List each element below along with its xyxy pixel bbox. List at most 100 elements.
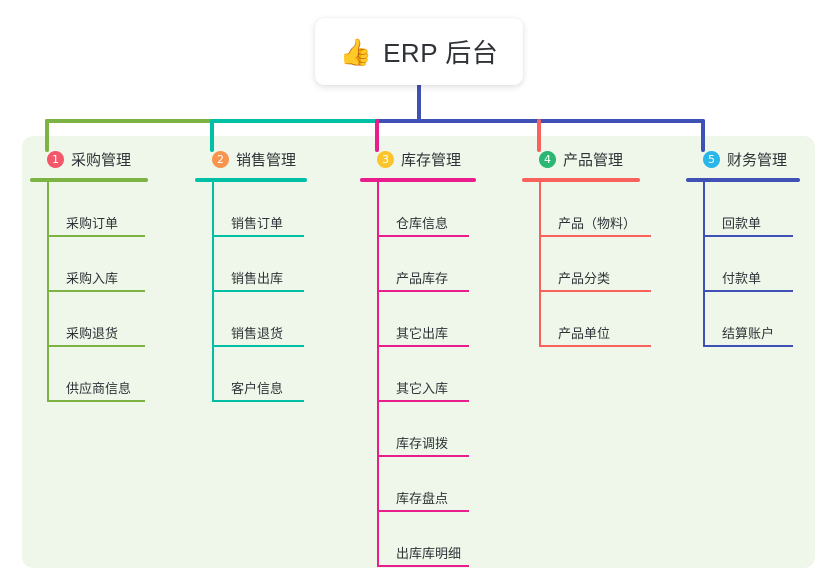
branch-child-label: 销售出库 <box>231 271 284 286</box>
branch-title: 库存管理 <box>401 151 462 169</box>
branch-child-item[interactable]: 采购订单 <box>30 182 148 237</box>
branch-child-item[interactable]: 销售退货 <box>195 292 307 347</box>
branch-child-item[interactable]: 回款单 <box>686 182 800 237</box>
branch-child-item[interactable]: 采购入库 <box>30 237 148 292</box>
branch-child-rule <box>377 290 469 292</box>
branch-header-rule <box>522 178 640 182</box>
branch-child-item[interactable]: 客户信息 <box>195 347 307 402</box>
branch-child-item[interactable]: 出库库明细 <box>360 512 476 567</box>
root-title: ERP 后台 <box>383 38 499 68</box>
branch-child-label: 销售退货 <box>231 326 284 341</box>
branch-number-badge: 3 <box>377 150 394 168</box>
branch-spine <box>212 182 214 402</box>
branch-column-5: 5 财务管理回款单 付款单 结算账户 <box>686 146 800 347</box>
branch-spine <box>47 182 49 402</box>
branch-title: 财务管理 <box>727 151 788 169</box>
branch-child-item[interactable]: 结算账户 <box>686 292 800 347</box>
branch-child-label: 库存调拨 <box>396 436 449 451</box>
branch-spine <box>703 182 705 347</box>
branch-child-label: 采购订单 <box>66 216 119 231</box>
branch-child-item[interactable]: 产品分类 <box>522 237 651 292</box>
branch-header-rule <box>686 178 800 182</box>
branch-child-label: 其它入库 <box>396 381 449 396</box>
branch-child-item[interactable]: 付款单 <box>686 237 800 292</box>
drop-line-5 <box>701 119 705 152</box>
branch-child-rule <box>47 400 145 402</box>
branch-header-rule <box>360 178 476 182</box>
branch-spine <box>377 182 379 567</box>
root-stem <box>417 80 421 123</box>
branch-child-rule <box>212 345 304 347</box>
branch-child-rule <box>377 345 469 347</box>
branch-child-label: 销售订单 <box>231 216 284 231</box>
branch-child-rule <box>212 400 304 402</box>
branch-child-rule <box>377 400 469 402</box>
branch-child-item[interactable]: 库存调拨 <box>360 402 476 457</box>
branch-title: 产品管理 <box>563 151 624 169</box>
branch-number-badge: 2 <box>212 150 229 168</box>
branch-title: 销售管理 <box>236 151 297 169</box>
branch-child-label: 仓库信息 <box>396 216 449 231</box>
branch-child-item[interactable]: 销售订单 <box>195 182 307 237</box>
branch-child-item[interactable]: 采购退货 <box>30 292 148 347</box>
bus-segment-1 <box>45 119 214 123</box>
bus-segment-2 <box>210 119 379 123</box>
branch-child-item[interactable]: 仓库信息 <box>360 182 476 237</box>
branch-children: 回款单 付款单 结算账户 <box>686 182 800 347</box>
branch-child-rule <box>47 235 145 237</box>
branch-child-label: 回款单 <box>722 216 762 231</box>
branch-child-rule <box>47 290 145 292</box>
diagram-panel <box>22 136 815 568</box>
branch-child-rule <box>377 565 469 567</box>
branch-child-rule <box>377 235 469 237</box>
branch-child-label: 出库库明细 <box>396 546 462 561</box>
branch-children: 产品（物料） 产品分类 产品单位 <box>522 182 651 347</box>
branch-child-label: 产品（物料） <box>558 216 637 231</box>
branch-number-badge: 5 <box>703 150 720 168</box>
branch-child-label: 产品单位 <box>558 326 611 341</box>
branch-child-rule <box>377 510 469 512</box>
branch-header-3[interactable]: 3 库存管理 <box>360 146 476 172</box>
branch-child-label: 产品分类 <box>558 271 611 286</box>
branch-child-rule <box>377 455 469 457</box>
branch-header-5[interactable]: 5 财务管理 <box>686 146 800 172</box>
branch-child-rule <box>703 290 793 292</box>
branch-child-label: 采购入库 <box>66 271 119 286</box>
branch-column-4: 4 产品管理产品（物料） 产品分类 产品单位 <box>522 146 651 347</box>
branch-child-label: 其它出库 <box>396 326 449 341</box>
branch-child-rule <box>703 235 793 237</box>
branch-header-rule <box>195 178 307 182</box>
branch-header-4[interactable]: 4 产品管理 <box>522 146 640 172</box>
branch-child-rule <box>47 345 145 347</box>
branch-child-item[interactable]: 产品（物料） <box>522 182 651 237</box>
branch-child-rule <box>539 290 651 292</box>
branch-column-1: 1 采购管理采购订单 采购入库 采购退货 供应商信息 <box>30 146 148 402</box>
branch-header-1[interactable]: 1 采购管理 <box>30 146 148 172</box>
branch-child-rule <box>212 290 304 292</box>
drop-line-1 <box>45 119 49 152</box>
branch-child-item[interactable]: 其它出库 <box>360 292 476 347</box>
branch-spine <box>539 182 541 347</box>
branch-children: 采购订单 采购入库 采购退货 供应商信息 <box>30 182 148 402</box>
branch-number-badge: 4 <box>539 150 556 168</box>
branch-child-item[interactable]: 销售出库 <box>195 237 307 292</box>
branch-header-2[interactable]: 2 销售管理 <box>195 146 307 172</box>
branch-title: 采购管理 <box>71 151 132 169</box>
branch-child-item[interactable]: 库存盘点 <box>360 457 476 512</box>
branch-child-item[interactable]: 其它入库 <box>360 347 476 402</box>
drop-line-3 <box>375 119 379 152</box>
branch-child-label: 结算账户 <box>722 326 775 341</box>
branch-child-rule <box>539 235 651 237</box>
root-node[interactable]: 👍 ERP 后台 <box>315 18 523 85</box>
branch-child-rule <box>539 345 651 347</box>
branch-child-item[interactable]: 供应商信息 <box>30 347 148 402</box>
branch-child-item[interactable]: 产品库存 <box>360 237 476 292</box>
branch-child-label: 库存盘点 <box>396 491 449 506</box>
branch-child-rule <box>212 235 304 237</box>
branch-column-2: 2 销售管理销售订单 销售出库 销售退货 客户信息 <box>195 146 307 402</box>
branch-child-item[interactable]: 产品单位 <box>522 292 651 347</box>
branch-child-label: 客户信息 <box>231 381 284 396</box>
branch-child-label: 供应商信息 <box>66 381 132 396</box>
branch-number-badge: 1 <box>47 150 64 168</box>
